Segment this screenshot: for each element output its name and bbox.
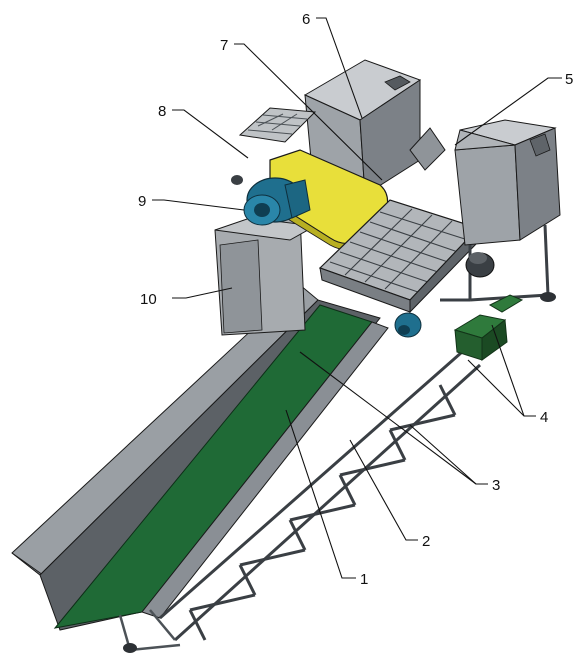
- motor-base-bolt: [231, 175, 243, 185]
- third-motor: [394, 312, 422, 338]
- leader-3b: [299, 351, 477, 485]
- callout-leaders: [152, 17, 562, 579]
- rear-support-panel: [219, 239, 263, 334]
- callout-label-7: 7: [220, 37, 228, 54]
- feed-table: [318, 199, 481, 314]
- chute-plate: [409, 127, 446, 171]
- callout-label-1: 1: [360, 571, 368, 588]
- frame-foot-right: [540, 292, 556, 302]
- rear-grate: [238, 107, 317, 143]
- leader-2: [349, 439, 418, 541]
- leader-3a: [409, 424, 488, 485]
- leader-8: [172, 109, 249, 159]
- callout-label-6: 6: [302, 11, 310, 28]
- hopper-cap: [384, 75, 411, 91]
- conveyor-wheel: [123, 643, 137, 653]
- callout-label-10: 10: [140, 291, 157, 308]
- second-hopper: [454, 119, 561, 246]
- leader-1: [285, 409, 356, 579]
- leader-9: [152, 199, 245, 211]
- leader-10: [172, 287, 233, 299]
- callout-label-2: 2: [422, 533, 430, 550]
- leader-5: [454, 77, 562, 146]
- truss-frame: [159, 343, 482, 642]
- leader-4b: [491, 324, 525, 417]
- second-motor: [465, 252, 495, 278]
- callout-labels: 1 2 3 4 5 6 7 8 9 10: [138, 11, 573, 588]
- callout-label-4: 4: [540, 409, 548, 426]
- gearbox-units: [453, 294, 524, 361]
- callout-label-5: 5: [565, 71, 573, 88]
- callout-label-8: 8: [158, 103, 166, 120]
- electric-motor: [243, 177, 311, 226]
- leader-6: [316, 17, 363, 119]
- callout-label-9: 9: [138, 193, 146, 210]
- leader-7: [234, 43, 383, 181]
- conveyor-belt: [53, 304, 373, 629]
- callout-label-3: 3: [492, 477, 500, 494]
